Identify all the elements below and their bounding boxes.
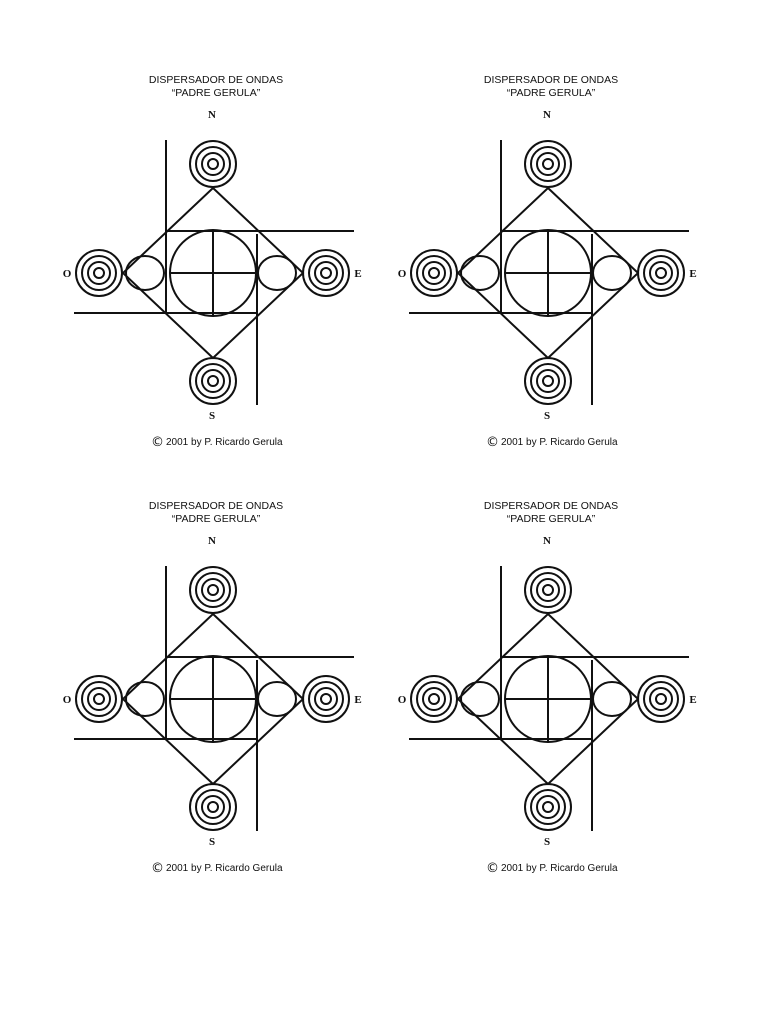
west-label: O (63, 268, 72, 280)
west-label: O (398, 694, 407, 706)
diagram-title-line-2: “PADRE GERULA” (507, 513, 596, 525)
small-circle-east (257, 681, 297, 717)
copyright-text: 2001 by P. Ricardo Gerula (166, 863, 283, 874)
south-label: S (544, 410, 550, 422)
center-circle-cross (504, 655, 592, 743)
copyright-symbol: © (151, 435, 164, 450)
concentric-target-east (637, 249, 685, 297)
small-circle-east (592, 681, 632, 717)
wave-disperser-figure: DISPERSADOR DE ONDAS “PADRE GERULA” N S … (398, 74, 697, 450)
diagram-title-line-1: DISPERSADOR DE ONDAS (484, 500, 618, 512)
concentric-target-west (410, 675, 458, 723)
diagram-title-line-1: DISPERSADOR DE ONDAS (484, 74, 618, 86)
south-label: S (209, 836, 215, 848)
diagram-panel-bottom-right: DISPERSADOR DE ONDAS “PADRE GERULA” N S … (398, 494, 768, 914)
wave-disperser-figure: DISPERSADOR DE ONDAS “PADRE GERULA” N S … (63, 74, 362, 450)
small-circle-west (125, 681, 165, 717)
copyright-symbol: © (486, 435, 499, 450)
small-circle-east (592, 255, 632, 291)
concentric-target-north (524, 566, 572, 614)
small-circle-west (460, 255, 500, 291)
east-label: E (689, 268, 696, 280)
copyright-symbol: © (151, 861, 164, 876)
diagram-title-line-2: “PADRE GERULA” (172, 87, 261, 99)
concentric-target-south (189, 783, 237, 831)
concentric-target-north (524, 140, 572, 188)
diagram-panel-bottom-left: DISPERSADOR DE ONDAS “PADRE GERULA” N S … (63, 494, 444, 914)
north-label: N (543, 535, 551, 547)
north-label: N (208, 109, 216, 121)
small-circle-west (125, 255, 165, 291)
copyright-text: 2001 by P. Ricardo Gerula (501, 863, 618, 874)
diagram-panel-top-right: DISPERSADOR DE ONDAS “PADRE GERULA” N S … (398, 68, 768, 488)
concentric-target-south (524, 783, 572, 831)
copyright-text: 2001 by P. Ricardo Gerula (501, 437, 618, 448)
center-circle-cross (169, 229, 257, 317)
wave-disperser-figure: DISPERSADOR DE ONDAS “PADRE GERULA” N S … (398, 500, 697, 876)
diagram-title-line-2: “PADRE GERULA” (507, 87, 596, 99)
west-label: O (398, 268, 407, 280)
concentric-target-west (410, 249, 458, 297)
concentric-target-south (524, 357, 572, 405)
copyright-symbol: © (486, 861, 499, 876)
small-circle-west (460, 681, 500, 717)
south-label: S (544, 836, 550, 848)
center-circle-cross (169, 655, 257, 743)
diagram-title-line-1: DISPERSADOR DE ONDAS (149, 500, 283, 512)
diagram-panel-top-left: DISPERSADOR DE ONDAS “PADRE GERULA” N S … (63, 68, 444, 488)
concentric-target-west (75, 249, 123, 297)
copyright-text: 2001 by P. Ricardo Gerula (166, 437, 283, 448)
concentric-target-west (75, 675, 123, 723)
north-label: N (543, 109, 551, 121)
south-label: S (209, 410, 215, 422)
concentric-target-east (302, 675, 350, 723)
concentric-target-south (189, 357, 237, 405)
diagram-title-line-1: DISPERSADOR DE ONDAS (149, 74, 283, 86)
wave-disperser-figure: DISPERSADOR DE ONDAS “PADRE GERULA” N S … (63, 500, 362, 876)
concentric-target-east (637, 675, 685, 723)
north-label: N (208, 535, 216, 547)
east-label: E (689, 694, 696, 706)
concentric-target-north (189, 140, 237, 188)
diagram-title-line-2: “PADRE GERULA” (172, 513, 261, 525)
concentric-target-north (189, 566, 237, 614)
east-label: E (354, 694, 361, 706)
concentric-target-east (302, 249, 350, 297)
small-circle-east (257, 255, 297, 291)
west-label: O (63, 694, 72, 706)
center-circle-cross (504, 229, 592, 317)
east-label: E (354, 268, 361, 280)
